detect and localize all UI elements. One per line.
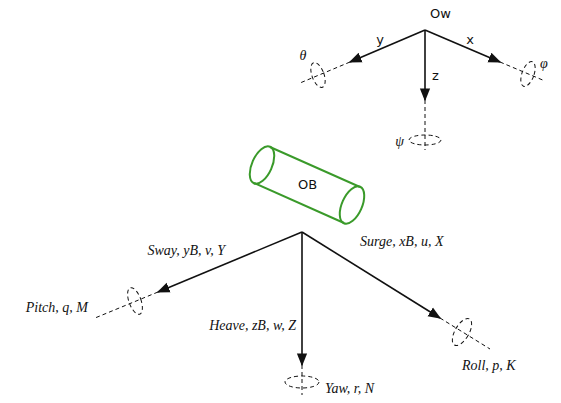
rotation-caption: Pitch, q, M	[26, 300, 88, 315]
rotation-ellipse	[448, 316, 475, 349]
vehicle-cylinder	[245, 143, 370, 228]
world-z-axis	[424, 30, 426, 100]
origin-name: Ow	[430, 6, 451, 21]
axis-name: y	[376, 32, 384, 47]
dashed-axis	[440, 318, 490, 349]
rotation-name: ψ	[395, 134, 404, 149]
rotation-ellipse	[308, 61, 328, 90]
world-frame	[350, 30, 500, 100]
rotation-caption: Roll, p, K	[462, 358, 516, 373]
axis-caption: Surge, xB, u, X	[360, 234, 443, 249]
rotation-ellipse	[285, 376, 319, 388]
world-y-axis	[350, 30, 425, 62]
dashed-axis	[425, 100, 426, 150]
world-x-axis	[425, 30, 500, 62]
axis-name: z	[432, 68, 439, 83]
world-rotations	[300, 60, 545, 150]
dashed-axis	[302, 365, 303, 395]
dashed-axis	[95, 292, 158, 318]
rotation-ellipse	[409, 135, 441, 145]
axis-name: x	[466, 32, 474, 47]
rotation-ellipse	[125, 286, 146, 316]
cylinder-end	[245, 143, 280, 188]
axis-caption: Heave, zB, w, Z	[209, 318, 296, 333]
body-rotations	[95, 286, 490, 395]
axis-caption: Sway, yB, v, Y	[147, 243, 225, 258]
rotation-ellipse	[518, 60, 538, 89]
rotation-caption: Yaw, r, N	[325, 381, 374, 396]
rotation-name: φ	[540, 56, 548, 71]
heave-axis	[301, 232, 303, 365]
dashed-axis	[300, 62, 350, 83]
cylinder-end	[335, 183, 370, 228]
rotation-name: θ	[300, 48, 307, 63]
sway-axis	[158, 232, 302, 292]
origin-name: OB	[298, 177, 317, 192]
